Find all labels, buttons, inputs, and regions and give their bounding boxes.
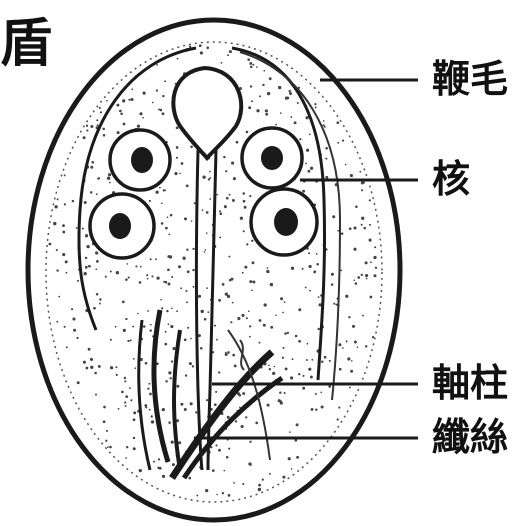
nucleus-right-bottom	[251, 189, 317, 255]
nucleus-right-top	[242, 128, 302, 188]
label-fibrils: 纖絲	[432, 418, 508, 456]
label-axostyle: 軸柱	[432, 364, 508, 402]
fibril-left-3	[139, 320, 150, 470]
fibril-cross-1	[172, 352, 272, 478]
label-nucleus: 核	[432, 160, 470, 198]
fibril-left-2	[174, 330, 180, 470]
nucleus-left-top	[110, 130, 170, 190]
corner-glyph-fragment: 盾	[0, 18, 52, 70]
label-flagellum: 鞭毛	[432, 60, 508, 98]
fibril-left-1	[154, 310, 168, 462]
axostyle-rod	[197, 150, 203, 470]
basal-body	[173, 68, 241, 158]
nucleus-left-bottom	[90, 194, 154, 258]
